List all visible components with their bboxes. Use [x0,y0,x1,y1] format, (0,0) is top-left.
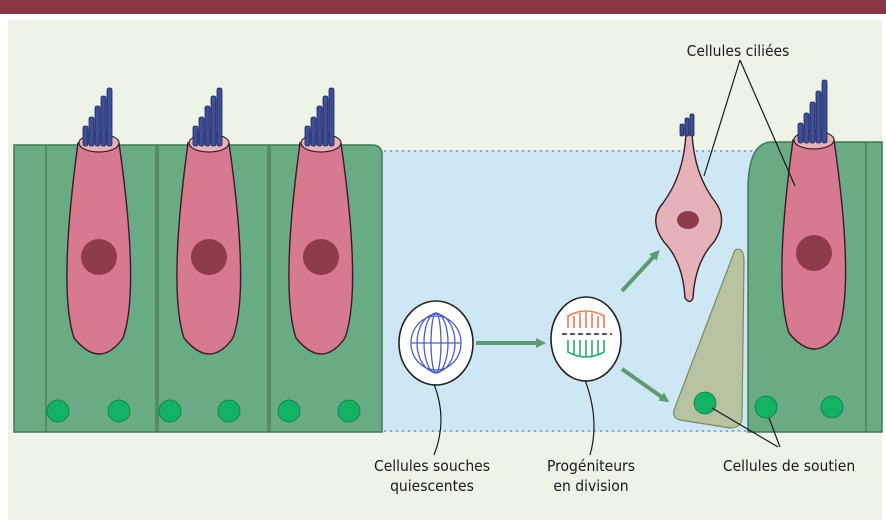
nucleus [796,235,832,271]
chromosome-top-icon [568,311,604,328]
chromosome-bottom-icon [568,340,604,357]
stem-cell [399,301,473,385]
label-ciliated-cells: Cellules ciliées [687,42,790,60]
label-progenitors-line1: Progéniteurs [547,457,635,475]
nucleus [677,211,699,229]
nucleus [303,239,339,275]
label-stem-cells-line2: quiescentes [390,477,474,495]
progenitor-cell [551,297,621,381]
header-bar [0,0,886,14]
label-progenitors-line2: en division [553,477,628,495]
label-stem-cells-line1: Cellules souches [374,457,490,475]
nucleus [81,239,117,275]
support-nucleus [694,392,716,414]
label-support-cells: Cellules de soutien [723,457,855,475]
nucleus [191,239,227,275]
